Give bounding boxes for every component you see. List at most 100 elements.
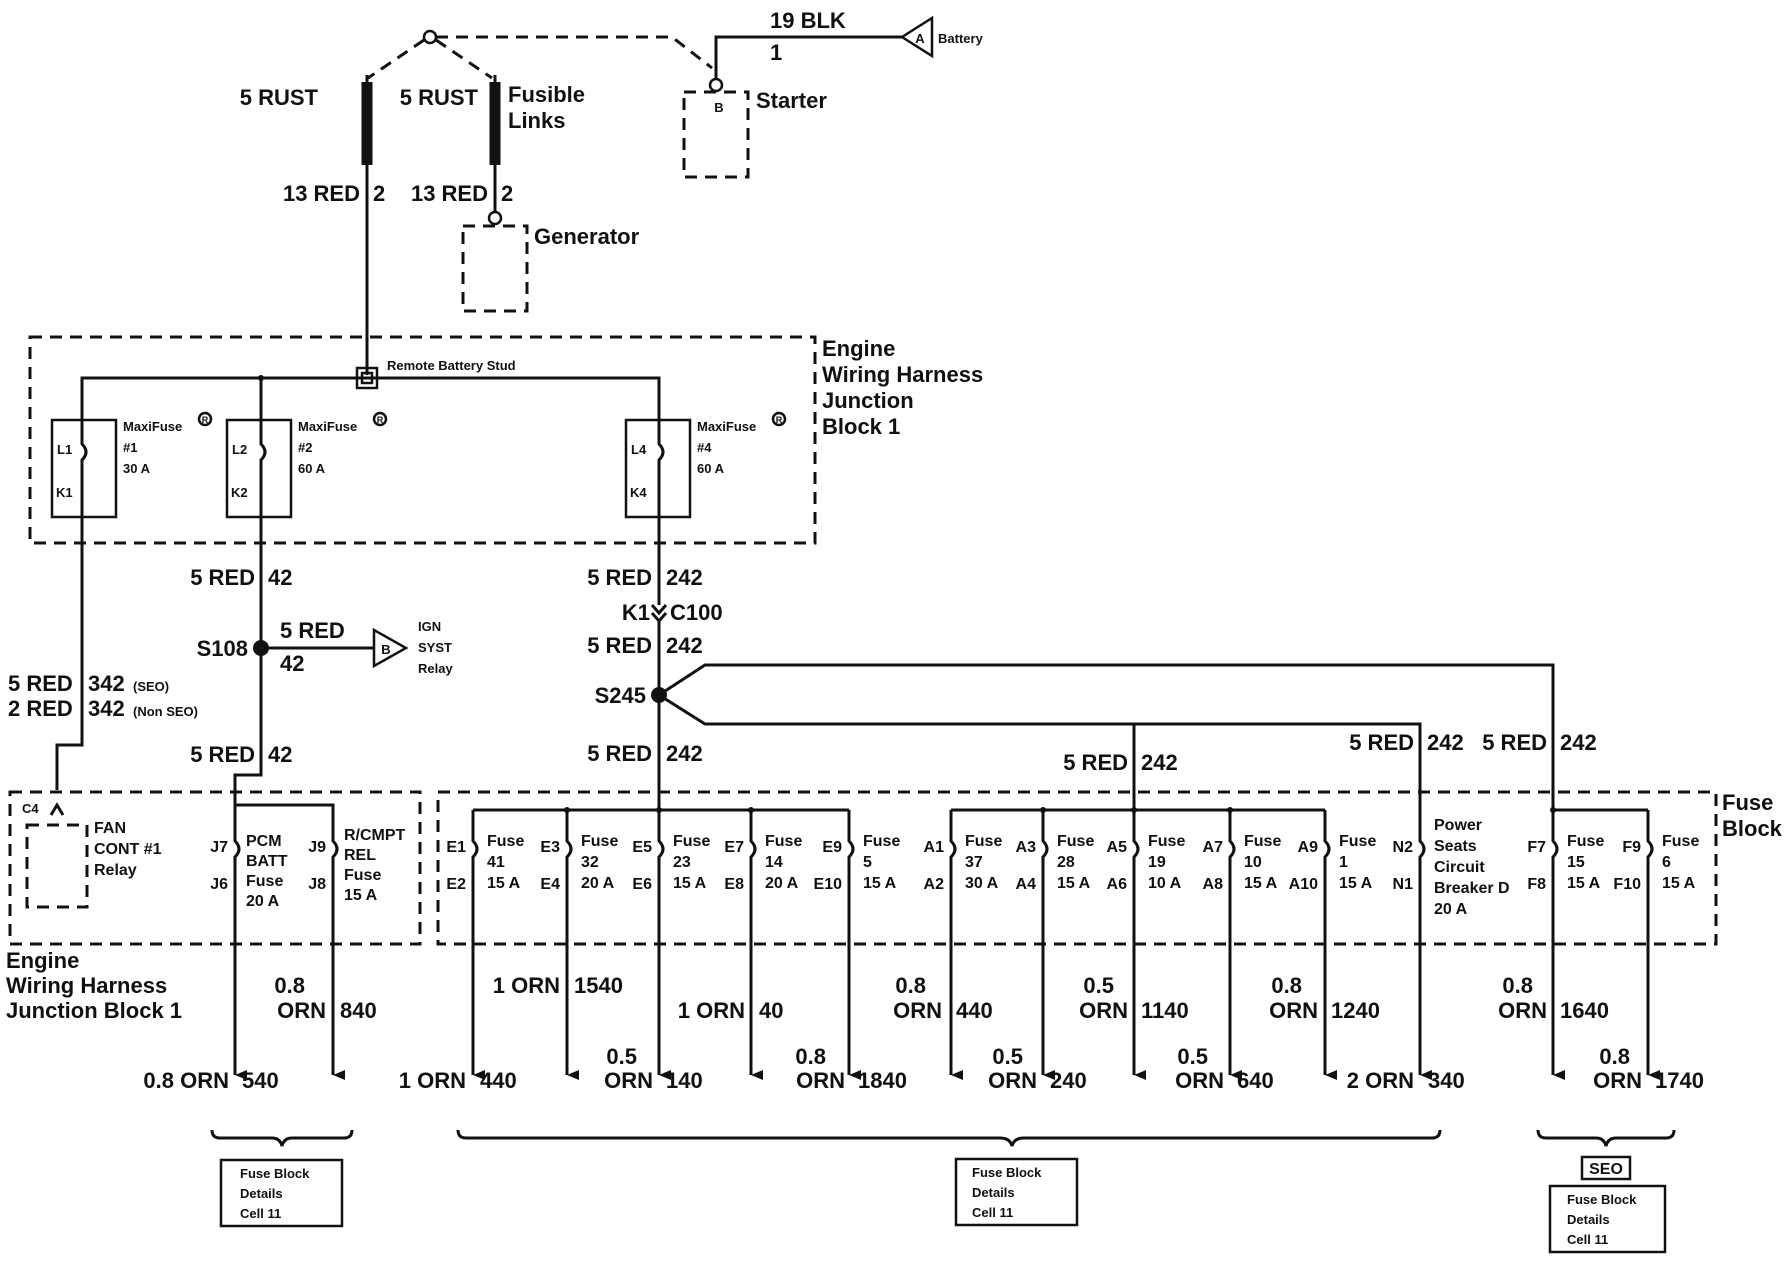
breaker-line-3: Circuit	[1434, 859, 1485, 876]
fuse-top-pin: A1	[924, 839, 945, 856]
fuse-block-label-1: Fuse	[1722, 790, 1773, 815]
pcm-fuse-line-1: PCM	[246, 833, 282, 850]
registered-mark-4	[771, 411, 787, 427]
fusible-dash-left	[367, 38, 425, 80]
w340-circuit: 340	[1428, 1068, 1465, 1093]
fuse-name: Fuse	[765, 833, 802, 850]
w440b-gauge-b: ORN	[893, 998, 942, 1023]
pcm-fuse-line-4: 20 A	[246, 893, 280, 910]
maxifuse-4-rating: 60 A	[697, 461, 725, 476]
w440a-gauge: 1 ORN	[399, 1068, 466, 1093]
wire-242-f-circuit: 242	[1560, 730, 1597, 755]
maxifuse-1-bottom-pin: K1	[56, 485, 73, 500]
maxifuse-1	[50, 418, 118, 519]
jb1-busbar	[80, 376, 661, 418]
ref-box-1-line-1: Fuse Block	[240, 1166, 310, 1181]
rcmpt-fuse-line-4: 15 A	[344, 887, 378, 904]
fuse-number: 15	[1567, 854, 1585, 871]
fuse-wire-8	[1228, 810, 1242, 1080]
fuse-bottom-pin: E8	[724, 876, 744, 893]
fuse-top-pin: E3	[540, 839, 560, 856]
w1640-gauge-b: ORN	[1498, 998, 1547, 1023]
w1840-gauge-a: 0.8	[795, 1044, 826, 1069]
wire-19blk	[714, 35, 902, 80]
fuse-rating: 20 A	[581, 875, 615, 892]
w1240-gauge-a: 0.8	[1271, 973, 1302, 998]
output-wire-labels: 0.8 ORN 540 0.8 ORN 840 1 ORN 440 1 ORN …	[143, 973, 1704, 1093]
jb1-bottom-label-3: Junction Block 1	[6, 998, 182, 1023]
w1140-circuit: 1140	[1141, 998, 1189, 1023]
fuse-number: 28	[1057, 854, 1075, 871]
w440a-circuit: 440	[480, 1068, 517, 1093]
fuse-bottom-pin: A6	[1107, 876, 1128, 893]
fuse-name: Fuse	[487, 833, 524, 850]
ref-box-1[interactable]	[219, 1158, 344, 1228]
wire-42-b-gauge: 5 RED	[280, 618, 345, 643]
ref-box-2-line-1: Fuse Block	[972, 1165, 1042, 1180]
wire-242-a-circuit: 242	[666, 565, 703, 590]
fuse-top-pin: E5	[632, 839, 652, 856]
w240-gauge-a: 0.5	[992, 1044, 1023, 1069]
rust-left-label: 5 RUST	[240, 85, 319, 110]
top-section: 5 RUST 5 RUST Fusible Links 13 RED 2 13 …	[240, 8, 984, 370]
ref-box-2[interactable]	[954, 1157, 1079, 1227]
fuse-number: 23	[673, 854, 691, 871]
fan-relay-line-1: FAN	[94, 820, 126, 837]
fuse-rating: 15 A	[673, 875, 707, 892]
pcm-fuse-top-pin: J7	[210, 839, 228, 856]
fuse-name: Fuse	[1244, 833, 1281, 850]
wire-242-a-gauge: 5 RED	[587, 565, 652, 590]
fuse-top-pin: F7	[1527, 839, 1546, 856]
breaker-line-2: Seats	[1434, 838, 1477, 855]
jb1-outline	[28, 335, 817, 545]
fuse-wire-1	[565, 810, 579, 1080]
w140-gauge-b: ORN	[604, 1068, 653, 1093]
maxifuse-4-name: MaxiFuse	[697, 419, 756, 434]
brace-right	[1536, 1129, 1676, 1147]
jb1-bottom-label-2: Wiring Harness	[6, 973, 167, 998]
fuse-top-pin: E1	[446, 839, 466, 856]
wire-242-b-circuit: 242	[666, 633, 703, 658]
jb1-lower-outline	[8, 790, 422, 946]
fuse-name: Fuse	[1567, 833, 1604, 850]
w1740-gauge-a: 0.8	[1599, 1044, 1630, 1069]
w140-circuit: 140	[666, 1068, 703, 1093]
jb1-bottom-label-1: Engine	[6, 948, 79, 973]
fuse-number: 14	[765, 854, 783, 871]
seo-tag-label: SEO	[1589, 1161, 1623, 1178]
w1140-gauge-a: 0.5	[1083, 973, 1114, 998]
fuse-rating: 15 A	[863, 875, 897, 892]
fuse-wire-3	[749, 810, 763, 1080]
generator-terminal	[487, 210, 503, 226]
fuse-block: Fuse Block	[436, 790, 1783, 946]
w1540-gauge: 1 ORN	[493, 973, 560, 998]
ref-box-3[interactable]	[1548, 1184, 1667, 1254]
fuse-name: Fuse	[1057, 833, 1094, 850]
fuse-rating: 15 A	[1057, 875, 1091, 892]
maxifuse-1-rating: 30 A	[123, 461, 151, 476]
fuse-name: Fuse	[1148, 833, 1185, 850]
starter-box	[682, 90, 750, 179]
ign-relay-line-1: IGN	[418, 619, 441, 634]
fusible-dash-right	[435, 38, 493, 80]
wire-342-seo-note: (SEO)	[133, 679, 169, 694]
red13-right-label: 13 RED	[411, 181, 488, 206]
splice-s108-label: S108	[197, 636, 248, 661]
circuit-242: 5 RED 242 K1 C100 5 RED 242 S245 5 RED 2…	[587, 487, 1597, 810]
fuse-name: Fuse	[581, 833, 618, 850]
w1840-circuit: 1840	[858, 1068, 907, 1093]
wire-242-d-gauge: 5 RED	[1063, 750, 1128, 775]
generator-box	[461, 224, 529, 313]
fuse-rating: 20 A	[765, 875, 799, 892]
w1740-gauge-b: ORN	[1593, 1068, 1642, 1093]
fan-cont-relay-box	[25, 823, 89, 909]
fan-relay-pin: C4	[22, 801, 39, 816]
jb1-title-2: Wiring Harness	[822, 362, 983, 387]
w1840-gauge-b: ORN	[796, 1068, 845, 1093]
fuse-top-pin: A3	[1016, 839, 1037, 856]
ref-box-3-line-2: Details	[1567, 1212, 1610, 1227]
ign-relay-pin: B	[381, 642, 390, 657]
fuse-rating: 15 A	[1567, 875, 1601, 892]
wire-840	[331, 810, 345, 1080]
